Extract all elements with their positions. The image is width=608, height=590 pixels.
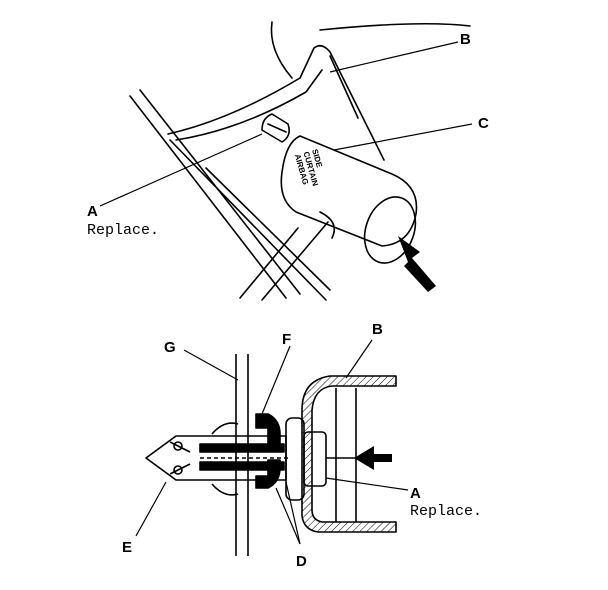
label-a-bottom-note: Replace. xyxy=(410,503,482,520)
leader-d-2 xyxy=(285,481,301,545)
push-direction-arrow-bottom-icon xyxy=(354,446,392,470)
label-a-top-note: Replace. xyxy=(87,222,159,239)
rail-1 xyxy=(129,95,287,299)
roof-edge xyxy=(319,22,471,31)
rail-3 xyxy=(169,139,327,301)
leader-b-top xyxy=(329,41,459,73)
bottom-illustration xyxy=(145,354,397,556)
label-e: E xyxy=(122,539,132,556)
clip-a-top-detail xyxy=(267,123,287,133)
pillar-trim-inner xyxy=(175,69,323,141)
label-a-top: A xyxy=(87,203,98,220)
roof-arc xyxy=(270,21,293,79)
rail-4 xyxy=(205,167,331,291)
grommet-f-top xyxy=(255,413,281,445)
leader-b-bottom xyxy=(345,339,373,379)
grommet-d-lower xyxy=(199,461,285,471)
grommet-d-upper xyxy=(199,443,285,453)
top-illustration xyxy=(129,21,471,301)
cylinder-end xyxy=(363,196,417,264)
rotate-arrow-bottom xyxy=(211,483,239,496)
leader-f xyxy=(261,345,291,415)
tube-line-1 xyxy=(239,227,299,299)
airbag-cover-cylinder xyxy=(280,135,418,247)
bottom-leaders xyxy=(135,339,409,545)
label-c-top: C xyxy=(478,115,489,132)
label-b-top: B xyxy=(460,31,471,48)
pillar-trim-outline xyxy=(167,44,385,161)
leader-a-bottom xyxy=(325,477,409,491)
tube-joint xyxy=(319,211,336,239)
label-f: F xyxy=(282,331,291,348)
rotate-arrow-top xyxy=(211,422,239,435)
leader-g xyxy=(183,349,239,381)
trim-b-shell xyxy=(301,375,397,533)
clip-tip-hole-2 xyxy=(173,465,183,475)
leader-c-top xyxy=(333,123,473,151)
clip-tip-hole-1 xyxy=(173,441,183,451)
leader-d-1 xyxy=(275,487,301,545)
label-d: D xyxy=(296,553,307,570)
clip-tip-e xyxy=(145,435,196,481)
leader-e xyxy=(135,481,167,537)
clip-a-top xyxy=(261,113,290,143)
tube-line-2 xyxy=(261,221,329,301)
cover-text-group: SIDE CURTAIN AIRBAG xyxy=(293,148,324,187)
label-g: G xyxy=(164,339,176,356)
pillar-trim-edge xyxy=(329,55,359,119)
push-direction-arrow-icon xyxy=(398,236,436,292)
clip-a-head xyxy=(303,431,327,487)
leader-a-top xyxy=(99,133,263,207)
label-a-bottom: A xyxy=(410,485,421,502)
top-leaders xyxy=(99,41,473,207)
label-b-bottom: B xyxy=(372,321,383,338)
clip-tip-barbs xyxy=(169,441,191,475)
